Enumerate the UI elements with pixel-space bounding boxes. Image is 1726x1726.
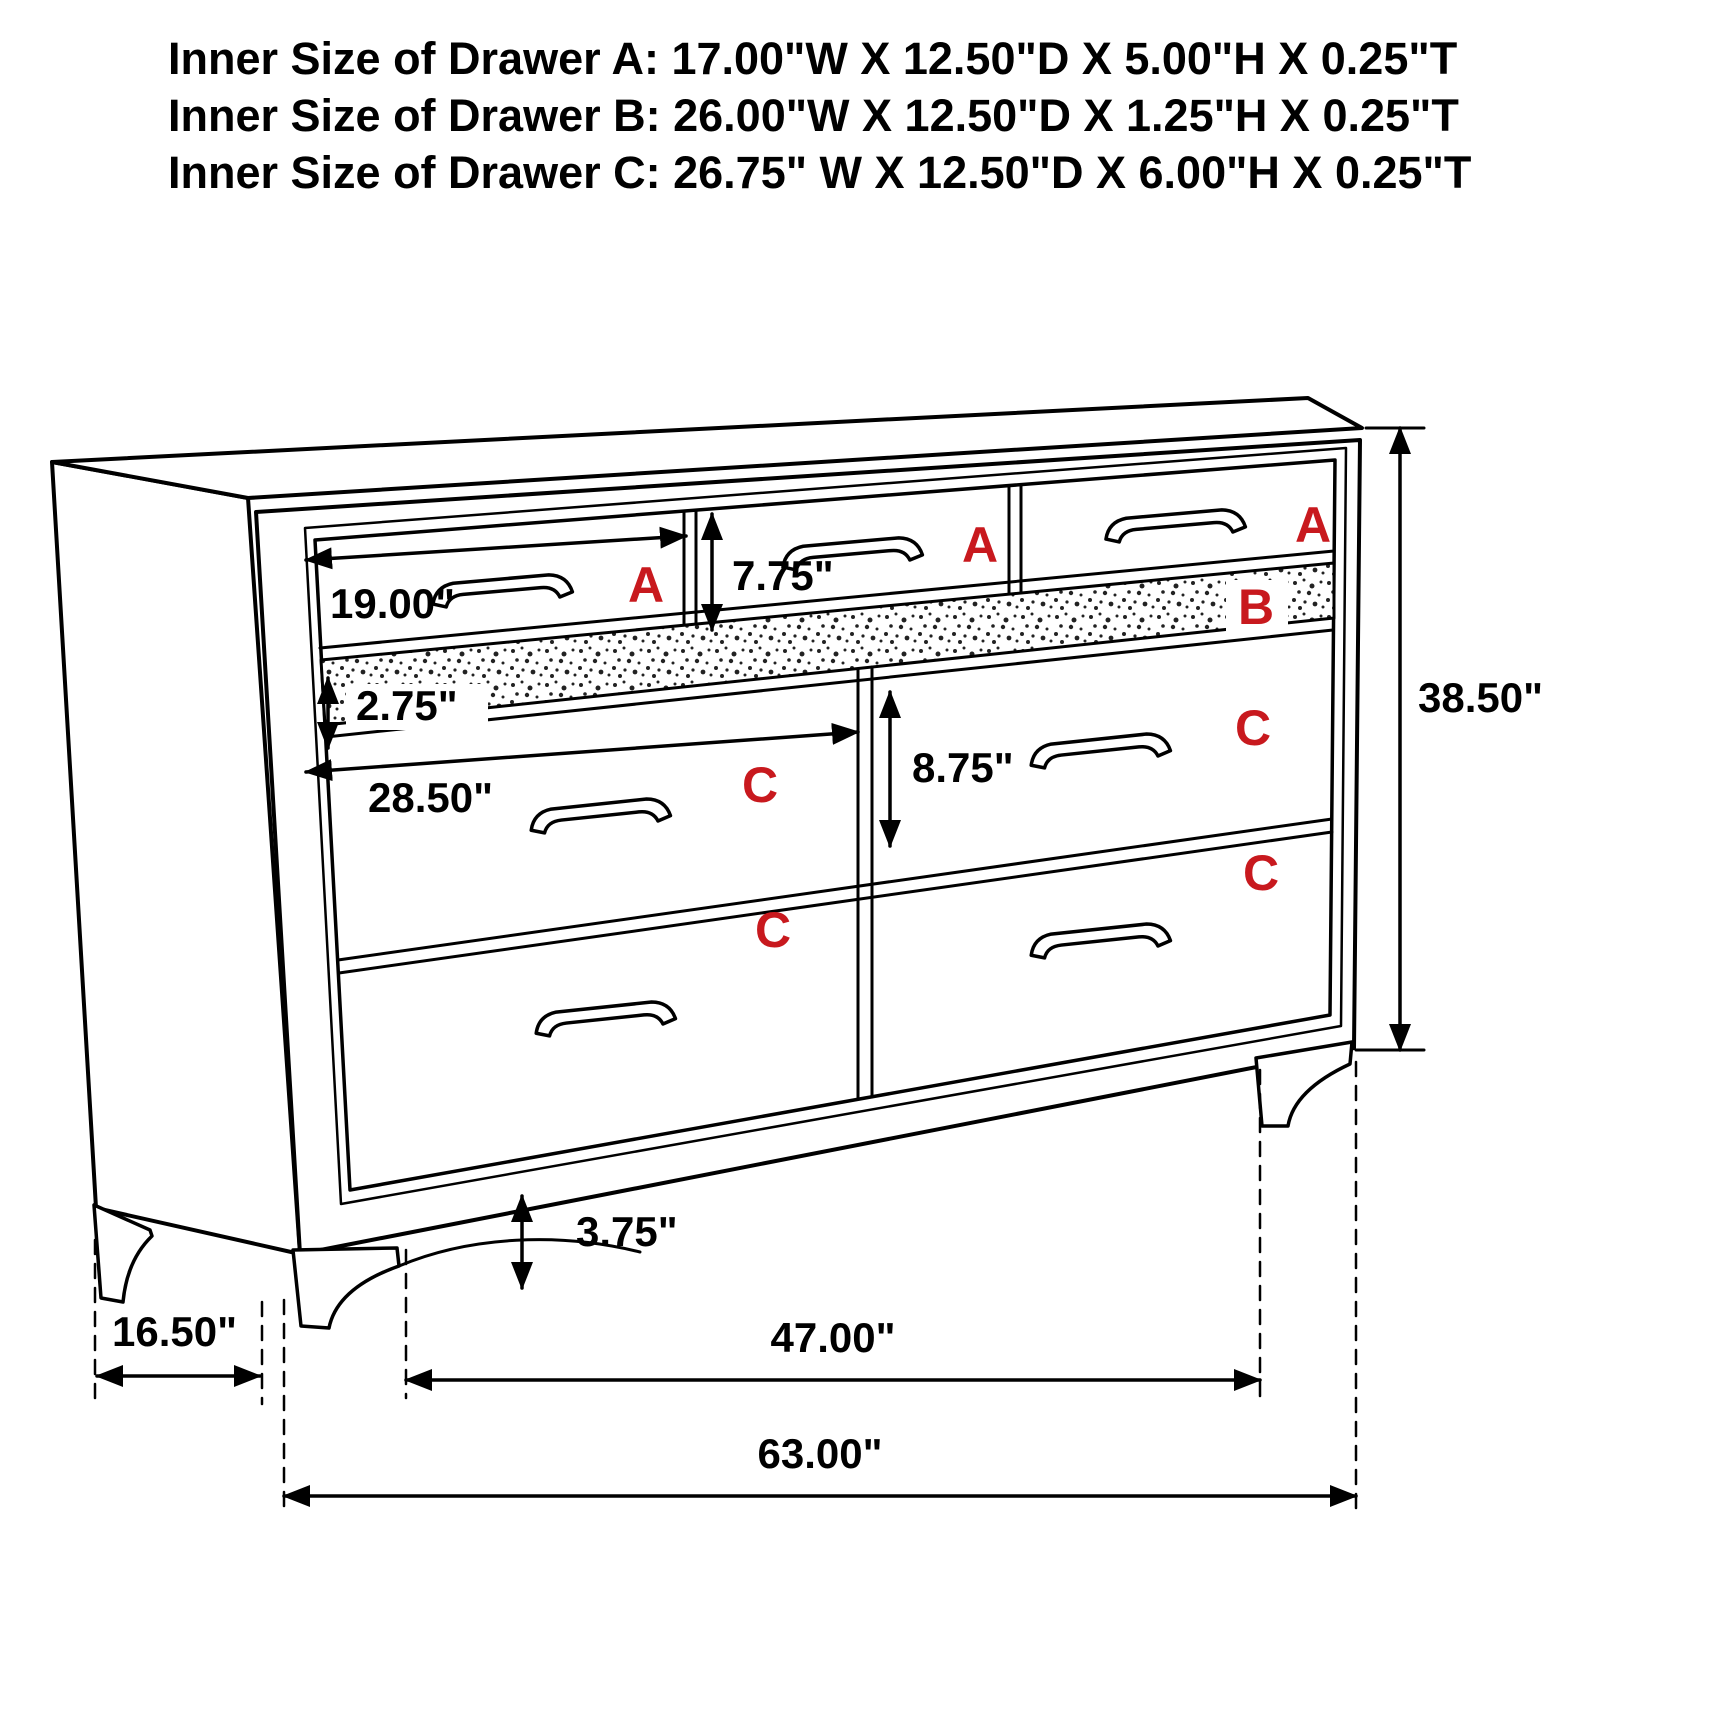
dim-label-28-50: 28.50" xyxy=(368,774,493,821)
dim-label-7-75: 7.75" xyxy=(732,552,834,599)
c-row-divider-b xyxy=(337,830,1334,975)
dresser-drawing xyxy=(50,396,1364,1330)
label-halo-b xyxy=(1226,580,1288,632)
a-row-bottom-edge xyxy=(318,549,1336,650)
dim-arrow-28-50 xyxy=(304,722,860,782)
drawer-c4-label: C xyxy=(755,902,791,958)
spec-line-drawer-a: Inner Size of Drawer A: 17.00"W X 12.50"… xyxy=(168,33,1457,84)
dimension-lines xyxy=(93,426,1426,1514)
drawer-c2-label: C xyxy=(742,757,778,813)
drawer-c3-label: C xyxy=(1243,845,1279,901)
drawer-a2-label: A xyxy=(962,517,998,573)
dim-label-3-75: 3.75" xyxy=(576,1208,678,1255)
spec-line-drawer-b: Inner Size of Drawer B: 26.00"W X 12.50"… xyxy=(168,90,1459,141)
top-panel xyxy=(50,396,1364,500)
drawer-a1-label: A xyxy=(628,557,664,613)
drawer-b-label: B xyxy=(1238,579,1274,635)
spec-line-drawer-c: Inner Size of Drawer C: 26.75" W X 12.50… xyxy=(168,147,1471,198)
label-halo-2-75 xyxy=(346,684,488,730)
back-left-foot xyxy=(92,1203,154,1304)
dim-label-8-75: 8.75" xyxy=(912,744,1014,791)
drawer-c1-label: C xyxy=(1235,700,1271,756)
drawer-letters: A A A B C C C C xyxy=(628,497,1331,958)
dim-label-63-00: 63.00" xyxy=(757,1430,882,1477)
drawer-a3-label: A xyxy=(1295,497,1331,553)
extension-lines xyxy=(93,1060,1358,1514)
dim-label-16-50: 16.50" xyxy=(112,1308,237,1355)
dim-label-38-50: 38.50" xyxy=(1418,674,1543,721)
c-row-top-edge xyxy=(324,628,1335,739)
face-frame-inner-line xyxy=(303,446,1348,1206)
header-spec-block: Inner Size of Drawer A: 17.00"W X 12.50"… xyxy=(168,33,1471,198)
c-row-divider xyxy=(336,817,1334,962)
dimension-labels: 19.00" 7.75" 2.75" 28.50" 8.75" 38.50" 3… xyxy=(112,552,1543,1477)
dim-label-2-75: 2.75" xyxy=(356,682,458,729)
dim-arrow-19-00 xyxy=(304,526,688,570)
front-left-foot xyxy=(291,1246,401,1330)
front-right-foot xyxy=(1254,1040,1354,1128)
dim-label-47-00: 47.00" xyxy=(770,1314,895,1361)
dim-label-19-00: 19.00" xyxy=(330,580,455,627)
